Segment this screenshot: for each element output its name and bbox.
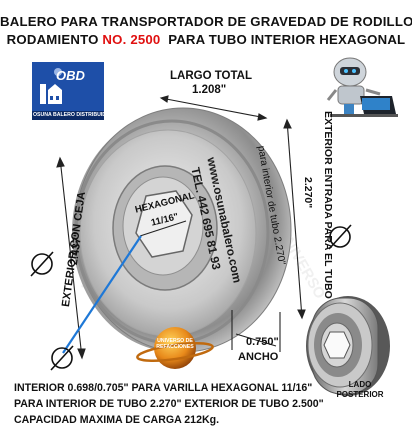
logo-text: OBD [56, 68, 85, 83]
header-line-2-suffix: PARA TUBO INTERIOR HEXAGONAL [160, 32, 406, 47]
hexagonal-bore [135, 190, 193, 258]
side-view-label-line1: LADO [348, 380, 372, 389]
header-line-1: BALERO PARA TRANSPORTADOR DE GRAVEDAD DE… [0, 14, 412, 29]
side-view-label: LADO POSTERIOR [330, 380, 390, 400]
side-view-label-line2: POSTERIOR [336, 390, 384, 399]
dimension-lines [56, 95, 306, 360]
header-line-2-prefix: RODAMIENTO [6, 32, 103, 47]
pointer-line [62, 235, 142, 354]
logo-caption: OSUNA BALERO DISTRIBUIDOR [33, 112, 114, 118]
logo-badge [32, 62, 104, 120]
universe-badge-text: UNIVERSO DE REFACCIONES [156, 338, 194, 350]
footer-line-3: CAPACIDAD MAXIMA DE CARGA 212Kg. [14, 414, 220, 426]
diameter-symbols [30, 224, 352, 371]
exterior-entrada-label: EXTERIOR ENTRADA PARA EL TUBO [322, 111, 334, 299]
robot-illustration [326, 57, 398, 117]
side-view-bearing [306, 296, 390, 396]
ancho-value: 0.750" [246, 336, 279, 348]
ancho-label: ANCHO [238, 351, 279, 363]
footer-line-2: PARA INTERIOR DE TUBO 2.270" EXTERIOR DE… [14, 398, 324, 410]
largo-total-value: 1.208" [192, 84, 227, 96]
largo-total-label: LARGO TOTAL [170, 70, 252, 82]
header-line-2: RODAMIENTO NO. 2500 PARA TUBO INTERIOR H… [0, 32, 412, 47]
model-number: NO. 2500 [102, 32, 161, 47]
footer-line-1: INTERIOR 0.698/0.705" PARA VARILLA HEXAG… [14, 382, 313, 394]
exterior-entrada-value: 2.270" [302, 177, 314, 209]
universe-badge [136, 327, 214, 369]
